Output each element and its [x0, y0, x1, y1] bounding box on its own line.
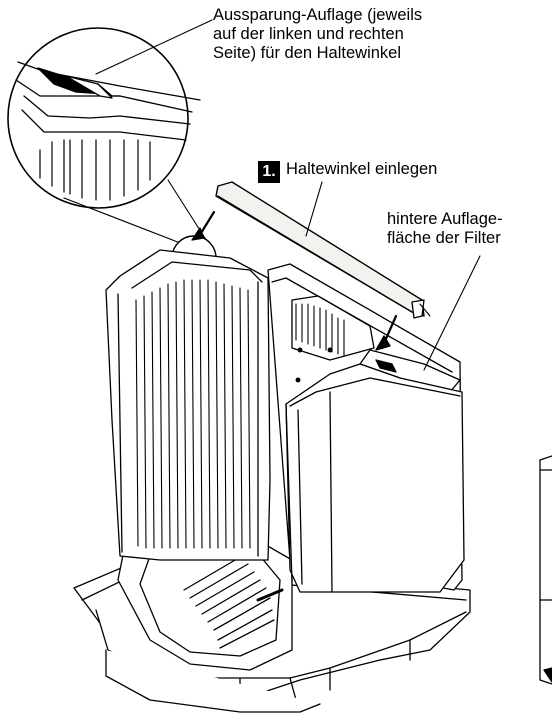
tray-slots — [183, 555, 275, 649]
front-filter-panel — [285, 363, 465, 593]
detail-ribs — [39, 139, 151, 201]
step-number-badge: 1. — [258, 161, 280, 183]
left-wall — [105, 249, 271, 561]
rear-surface-callout: hintere Auflage- fläche der Filter — [387, 210, 503, 248]
recess-callout-line: Seite) für den Haltewinkel — [213, 44, 402, 62]
left-wall-ribs — [135, 279, 251, 549]
recess-callout-line: auf der linken und rechten — [213, 25, 404, 43]
rear-surface-callout-line: hintere Auflage- — [387, 210, 503, 228]
detail-magnifier — [7, 19, 213, 209]
rear-vents — [295, 303, 345, 357]
step-label: Haltewinkel einlegen — [286, 160, 438, 178]
adjacent-device-edge — [539, 455, 552, 685]
rear-surface-callout-line: fläche der Filter — [387, 229, 501, 247]
recess-callout-line: Aussparung-Auflage (jeweils — [213, 6, 423, 24]
recess-callout: Aussparung-Auflage (jeweils auf der link… — [213, 6, 422, 63]
holding-bracket — [215, 181, 431, 319]
